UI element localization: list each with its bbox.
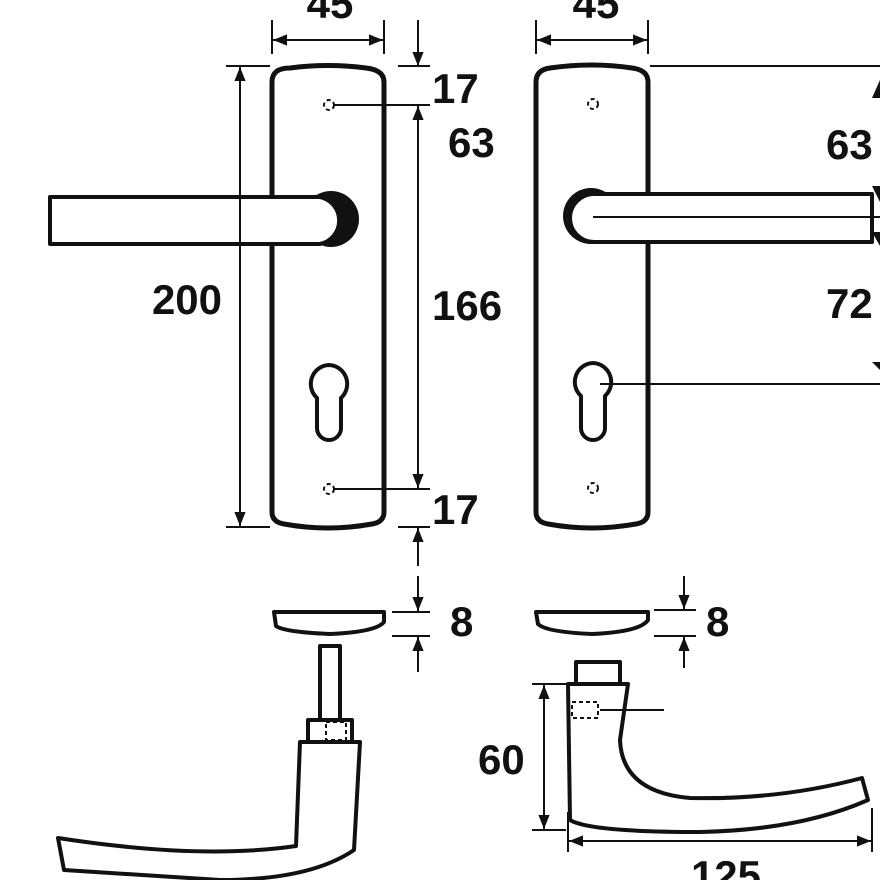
back-handle-to-cylinder-label: 72 (826, 280, 873, 327)
front-plate-thickness-label: 8 (450, 598, 473, 645)
back-spindle-block (574, 660, 622, 686)
back-view: 45 63 72 (533, 0, 880, 531)
handle-height-label: 60 (478, 736, 525, 783)
front-hole-to-handle-label: 63 (448, 119, 495, 166)
back-plate-thickness-label: 8 (706, 598, 729, 645)
back-plate-section (534, 610, 650, 636)
front-spindle (318, 644, 342, 724)
back-bottom-screw-hole (587, 482, 599, 494)
front-width-label: 45 (307, 0, 354, 27)
back-cylinder-keyhole (572, 361, 614, 442)
front-top-offset-label: 17 (432, 65, 479, 112)
back-top-screw-hole (587, 98, 599, 110)
front-view: 45 200 17 63 166 17 (48, 0, 502, 566)
back-width-label: 45 (573, 0, 620, 27)
front-bottom-offset-label: 17 (432, 486, 479, 533)
back-backplate (533, 62, 651, 531)
front-height-label: 200 (152, 276, 222, 323)
front-spacing-label: 166 (432, 282, 502, 329)
handle-length-label: 125 (691, 852, 761, 880)
back-side-lever (566, 682, 870, 834)
front-backplate (269, 63, 387, 531)
front-side-view: 8 (56, 576, 473, 880)
back-side-view: 8 60 125 (478, 576, 873, 880)
front-lever (48, 195, 342, 246)
front-cylinder-keyhole (308, 363, 350, 442)
front-plate-section (272, 610, 386, 636)
back-hole-to-handle-label: 63 (826, 121, 873, 168)
front-side-lever (56, 740, 362, 880)
